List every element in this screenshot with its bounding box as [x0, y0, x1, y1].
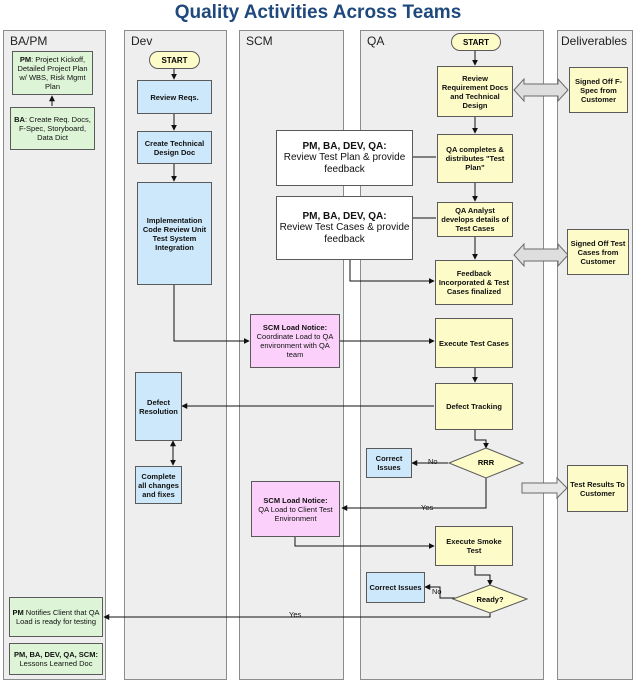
correct-issues-box-2: Correct Issues — [366, 572, 425, 603]
test-results-box: Test Results To Customer — [567, 465, 628, 512]
arrow-rrr-yes — [341, 478, 487, 511]
ba-create-box: BA: Create Req. Docs, F-Spec, Storyboard… — [10, 107, 95, 150]
defect-resolution-box: Defect Resolution — [135, 372, 182, 441]
defect-tracking-box: Defect Tracking — [435, 383, 513, 430]
feedback-incorporated-box: Feedback Incorporated & Test Cases final… — [435, 260, 513, 305]
ready-no-label: No — [432, 587, 442, 596]
signed-test-cases-box: Signed Off Test Cases from Customer — [567, 229, 629, 275]
lane-deliverables-title: Deliverables — [561, 34, 628, 48]
ready-diamond — [451, 584, 529, 614]
review-test-cases-box: PM, BA, DEV, QA:Review Test Cases & prov… — [276, 196, 413, 260]
pm-notify-box: PM Notifies Client that QA Load is ready… — [9, 597, 103, 637]
results-block-arrow — [521, 476, 568, 500]
lane-bapm-title: BA/PM — [10, 34, 48, 48]
correct-issues-box-1: Correct Issues — [366, 448, 412, 478]
lane-deliverables: Deliverables — [557, 30, 633, 680]
arrow-reviewcases-to-feedback — [349, 260, 435, 284]
execute-test-cases-box: Execute Test Cases — [435, 318, 513, 368]
scm-load-notice-2: SCM Load Notice:QA Load to Client Test E… — [251, 481, 340, 537]
arrow-smoke-to-ready — [474, 566, 493, 586]
create-tech-design-box: Create Technical Design Doc — [137, 131, 212, 164]
implementation-box: Implementation Code Review Unit Test Sys… — [137, 182, 212, 285]
lessons-learned-box: PM, BA, DEV, QA, SCM:Lessons Learned Doc — [9, 643, 103, 675]
lane-dev-title: Dev — [131, 34, 153, 48]
qa-start: START — [451, 33, 501, 51]
scm-load-notice-1: SCM Load Notice:Coordinate Load to QA en… — [250, 314, 340, 368]
rrr-yes-label: Yes — [421, 503, 434, 512]
review-requirement-box: Review Requirement Docs and Technical De… — [437, 66, 513, 117]
arrow-ready-no — [424, 584, 455, 599]
arrow-scm2-to-smoke — [294, 537, 435, 549]
execute-smoke-test-box: Execute Smoke Test — [435, 526, 513, 566]
complete-changes-box: Complete all changes and fixes — [135, 466, 182, 504]
dev-start: START — [149, 51, 200, 69]
rrr-no-label: No — [428, 457, 438, 466]
lane-qa-title: QA — [367, 34, 385, 48]
arrow-ready-yes — [103, 612, 491, 620]
lane-scm-title: SCM — [246, 34, 273, 48]
arrow-impl-to-scm — [173, 285, 250, 344]
review-reqs-box: Review Reqs. — [137, 80, 212, 114]
rrr-label: RRR — [477, 458, 495, 467]
test-plan-box: QA completes & distributes "Test Plan" — [437, 134, 513, 183]
arrow-tracking-to-rrr — [474, 430, 489, 449]
cases-block-arrow — [513, 242, 569, 268]
qa-analyst-box: QA Analyst develops details of Test Case… — [437, 202, 513, 237]
pm-kickoff-box: PM: Project Kickoff, Detailed Project Pl… — [12, 51, 93, 95]
review-test-plan-box: PM, BA, DEV, QA:Review Test Plan & provi… — [276, 130, 413, 186]
fspec-block-arrow — [513, 77, 569, 103]
page-title: Quality Activities Across Teams — [174, 2, 462, 23]
signed-fspec-box: Signed Off F-Spec from Customer — [569, 67, 628, 113]
ready-label: Ready? — [476, 595, 504, 604]
rrr-diamond — [447, 447, 525, 479]
ready-yes-label: Yes — [289, 610, 302, 619]
